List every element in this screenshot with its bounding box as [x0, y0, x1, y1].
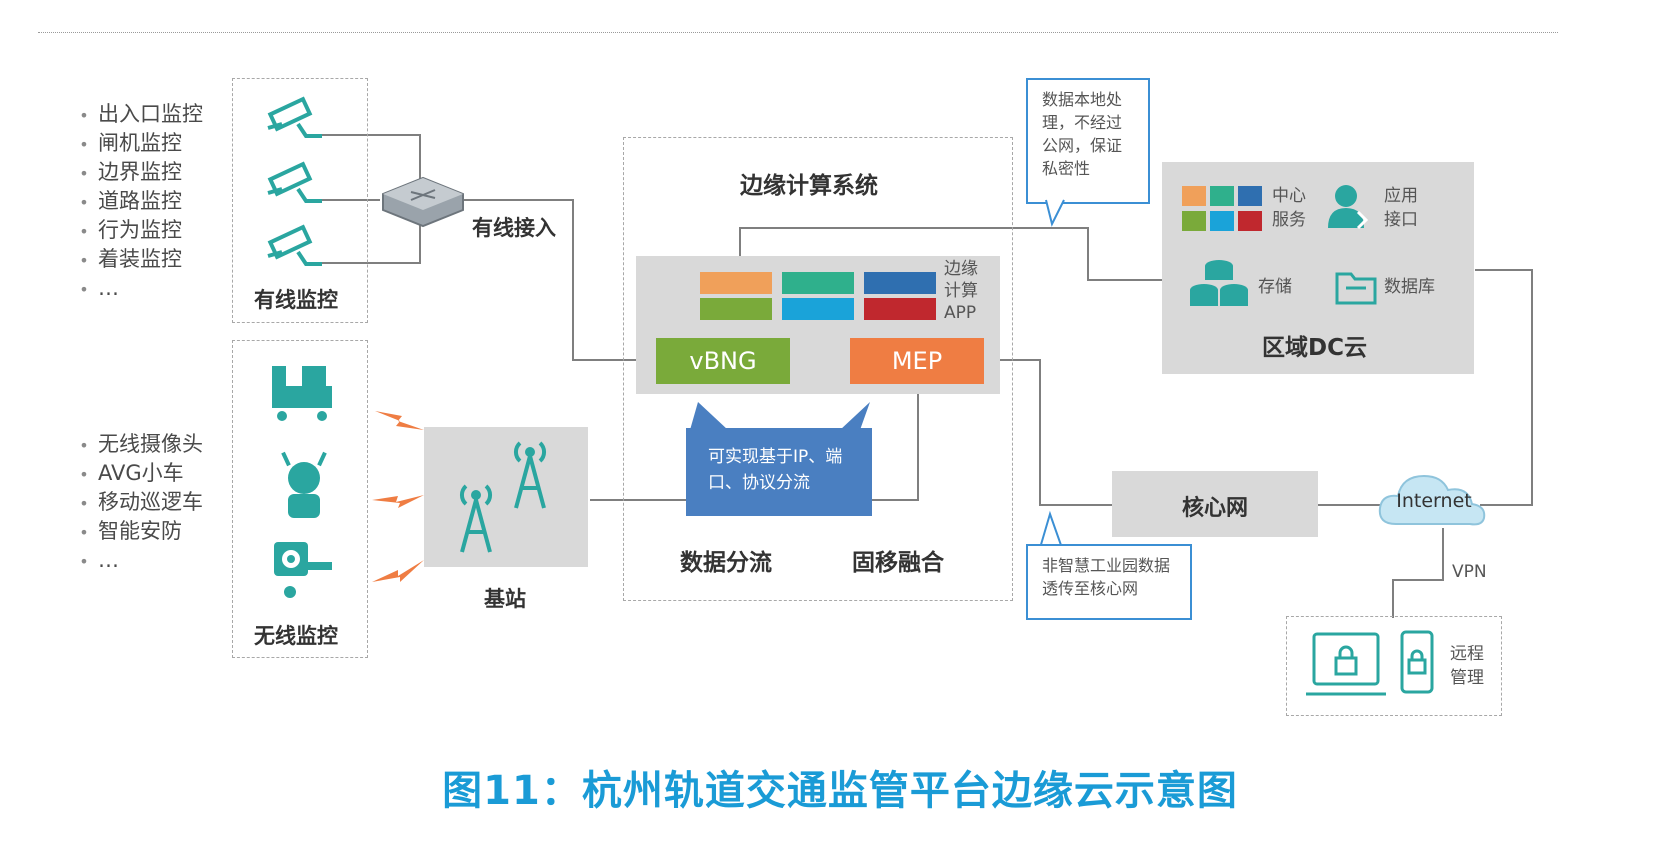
- remote-mgmt-label: 远程 管理: [1450, 644, 1484, 688]
- line-edge-dc: [739, 227, 1165, 281]
- line-cam1-switch: [318, 134, 421, 185]
- base-station-block: [424, 427, 588, 567]
- app-interface-label: 应用 接口: [1384, 186, 1418, 230]
- local-callout-tail: [1045, 199, 1065, 227]
- edge-app-label: 边缘 计算 APP: [944, 259, 978, 323]
- dc-service-tile: [1182, 186, 1206, 206]
- wireless-bolt-3: [372, 560, 424, 582]
- wired-monitor-box: [232, 78, 368, 323]
- list-item: 出入口监控: [70, 100, 203, 129]
- mep-node: MEP: [850, 338, 984, 384]
- list-item: 闸机监控: [70, 129, 203, 158]
- edge-app-tile: [864, 298, 936, 320]
- wireless-bolt-1: [375, 411, 424, 430]
- dc-service-tile: [1182, 211, 1206, 231]
- internet-label: Internet: [1396, 490, 1472, 512]
- edge-app-tile: [864, 272, 936, 294]
- line-internet-dc: [1475, 269, 1533, 506]
- wireless-monitor-list: 无线摄像头 AVG小车 移动巡逻车 智能安防 …: [70, 430, 203, 575]
- storage-icon: [1190, 260, 1248, 306]
- center-service-label: 中心 服务: [1272, 186, 1306, 230]
- edge-system-title: 边缘计算系统: [740, 173, 878, 199]
- list-item: 智能安防: [70, 517, 203, 546]
- remote-mgmt-box: [1286, 616, 1502, 716]
- switch-icon: [382, 176, 464, 228]
- wireless-device-icons: [272, 366, 332, 598]
- list-item: 移动巡逻车: [70, 488, 203, 517]
- core-network-block: [1112, 471, 1318, 537]
- agv-icon: [272, 366, 286, 408]
- routing-callout-tail: [690, 402, 870, 430]
- list-item: 边界监控: [70, 158, 203, 187]
- dc-cloud-title: 区域DC云: [1262, 335, 1367, 361]
- robot-icon: [288, 462, 320, 494]
- figure-caption: 图11：杭州轨道交通监管平台边缘云示意图: [442, 768, 1238, 814]
- routing-callout: 可实现基于IP、端口、协议分流: [686, 428, 872, 516]
- core-network-label: 核心网: [1181, 496, 1248, 521]
- user-interface-icon: [1328, 185, 1369, 230]
- wired-monitor-list: 出入口监控 闸机监控 边界监控 道路监控 行为监控 着装监控 …: [70, 100, 203, 303]
- database-label: 数据库: [1384, 277, 1435, 297]
- vpn-label: VPN: [1452, 562, 1487, 582]
- list-item: 无线摄像头: [70, 430, 203, 459]
- edge-system-box: [623, 137, 1013, 601]
- edge-app-tile: [782, 298, 854, 320]
- list-item: 道路监控: [70, 187, 203, 216]
- line-cam3-switch: [318, 218, 421, 264]
- laptop-phone-icon: [1306, 630, 1434, 696]
- wireless-monitor-box: [232, 340, 368, 658]
- edge-app-tile: [700, 298, 772, 320]
- storage-label: 存储: [1258, 277, 1292, 297]
- wired-monitor-label: 有线监控: [254, 288, 338, 312]
- line-mep-core: [982, 359, 1115, 506]
- dc-service-tile: [1210, 211, 1234, 231]
- camera-icon: [267, 96, 322, 266]
- fixed-mobile-label: 固移融合: [852, 550, 944, 576]
- dc-service-tile: [1210, 186, 1234, 206]
- vbng-node: vBNG: [656, 338, 790, 384]
- local-processing-callout: 数据本地处理，不经过公网，保证私密性: [1026, 78, 1150, 204]
- dc-service-tile: [1238, 211, 1262, 231]
- list-item: 行为监控: [70, 216, 203, 245]
- internet-cloud-icon: [1378, 474, 1486, 526]
- passthrough-callout: 非智慧工业园数据透传至核心网: [1026, 544, 1192, 620]
- dc-service-tile: [1238, 186, 1262, 206]
- line-switch-vbng: [462, 199, 660, 361]
- top-divider: [38, 32, 1558, 33]
- wireless-monitor-label: 无线监控: [254, 624, 338, 648]
- wired-access-label: 有线接入: [472, 216, 556, 240]
- data-split-label: 数据分流: [680, 550, 772, 576]
- edge-app-tile: [782, 272, 854, 294]
- antenna-icon: [459, 441, 547, 553]
- wireless-bolt-2: [372, 495, 424, 508]
- database-folder-icon: [1335, 272, 1377, 305]
- list-item: 着装监控: [70, 245, 203, 274]
- base-station-label: 基站: [484, 587, 526, 611]
- line-internet-vpn: [1392, 528, 1444, 618]
- list-item: …: [70, 274, 203, 303]
- list-item: AVG小车: [70, 459, 203, 488]
- edge-app-tile: [700, 272, 772, 294]
- passthrough-callout-tail: [1039, 510, 1063, 549]
- list-item: …: [70, 546, 203, 575]
